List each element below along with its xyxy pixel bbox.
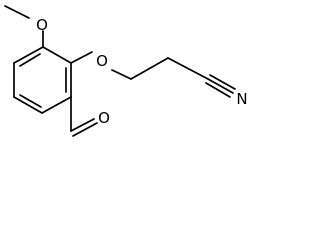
- nitrile-nitrogen-label: N: [236, 90, 247, 108]
- ring-bond-1: [42, 46, 72, 64]
- ring-bond-6: [13, 46, 44, 64]
- ring-double-bond-inner-3: [19, 53, 41, 67]
- ring-ether-o-bond: [70, 51, 93, 64]
- ring-bond-4: [13, 96, 43, 114]
- structure-canvas: O O N O: [0, 0, 254, 148]
- ether-o-ch2-bond: [111, 69, 132, 80]
- nitrile-triple-bond-b: [207, 78, 234, 94]
- ether-oxygen-label: O: [96, 52, 108, 70]
- methyl-bond: [4, 5, 30, 19]
- chemical-structure-drawing: O O N O: [4, 5, 248, 137]
- nitrile-triple-bond-c: [209, 74, 236, 90]
- ch2-cn-bond: [167, 57, 209, 80]
- nitrile-triple-bond-a: [205, 82, 231, 98]
- ch2-ch2-bond: [130, 57, 169, 80]
- aldehyde-oxygen-label: O: [98, 109, 110, 127]
- methoxy-oxygen-label: O: [36, 16, 48, 34]
- aldehyde-c-o-bond: [70, 118, 95, 132]
- aldehyde-c-o-double-bond: [72, 122, 98, 137]
- ring-bond-3: [41, 96, 72, 114]
- ring-double-bond-inner-2: [19, 94, 42, 108]
